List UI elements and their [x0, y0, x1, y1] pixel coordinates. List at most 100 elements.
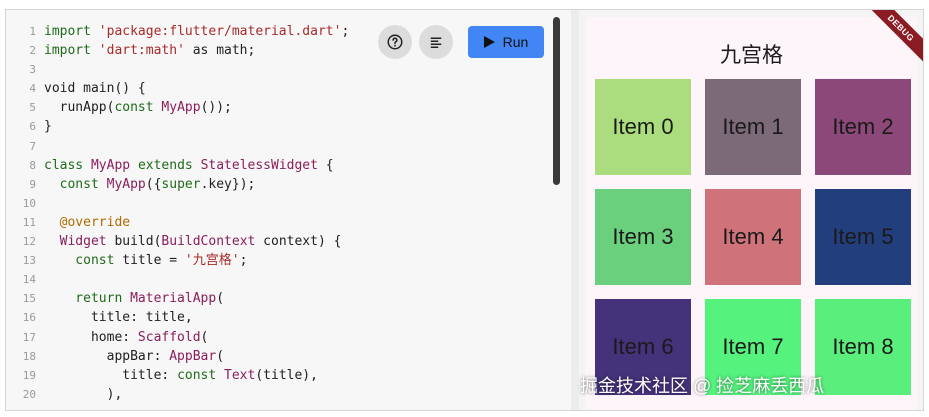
code-token: ({ — [145, 176, 162, 192]
code-token: extends — [137, 157, 201, 173]
line-number: 8 — [29, 158, 36, 172]
code-line[interactable]: 11 @override — [6, 213, 349, 232]
line-number: 19 — [22, 368, 36, 382]
code-token: Text — [224, 367, 256, 383]
code-token: (title), — [255, 367, 318, 383]
code-token: MyApp — [161, 100, 201, 116]
code-line[interactable]: 1 import 'package:flutter/material.dart'; — [6, 22, 349, 41]
code-token: MyApp — [90, 157, 138, 173]
code-token: import — [44, 24, 99, 39]
code-line[interactable]: 3 — [6, 60, 349, 79]
code-line[interactable]: 4 void main() { — [6, 79, 349, 98]
code-line[interactable]: 19 title: const Text(title), — [6, 366, 349, 385]
line-number: 17 — [22, 330, 36, 344]
code-line[interactable]: 5 runApp(const MyApp()); — [6, 98, 349, 117]
grid-item[interactable]: Item 8 — [815, 299, 911, 395]
code-token: super — [161, 176, 201, 192]
code-line[interactable]: 15 return MaterialApp( — [6, 289, 349, 308]
run-button-label: Run — [502, 34, 529, 50]
code-line[interactable]: 2 import 'dart:math' as math; — [6, 41, 349, 60]
grid-item[interactable]: Item 3 — [595, 189, 691, 285]
line-number: 1 — [29, 25, 36, 38]
grid-item[interactable]: Item 7 — [705, 299, 801, 395]
code-token: title: — [44, 367, 178, 383]
format-align-icon — [430, 37, 442, 48]
code-token: const — [44, 253, 123, 269]
code-token: MaterialApp — [130, 291, 217, 307]
code-token: } — [44, 119, 52, 135]
grid-item[interactable]: Item 4 — [705, 189, 801, 285]
code-token: home: — [44, 329, 138, 345]
line-number: 7 — [29, 139, 36, 153]
code-token: 'dart:math' — [98, 43, 185, 59]
code-token: const — [177, 367, 225, 383]
code-token: as math; — [184, 43, 256, 59]
editor-scrollbar[interactable] — [553, 17, 560, 185]
code-token: ), — [44, 386, 123, 402]
line-number: 16 — [22, 311, 36, 325]
code-token: ( — [216, 348, 225, 364]
grid-item[interactable]: Item 1 — [705, 79, 801, 175]
code-token: StatelessWidget — [200, 157, 318, 173]
code-token: ; — [239, 253, 248, 269]
code-line[interactable]: 6} — [6, 117, 349, 136]
format-button[interactable] — [419, 25, 453, 59]
grid-item[interactable]: Item 0 — [595, 79, 691, 175]
line-number: 13 — [22, 254, 36, 268]
code-token: Widget — [44, 234, 107, 250]
code-token: MyApp — [106, 176, 146, 192]
line-number: 10 — [22, 196, 36, 210]
code-token: return — [44, 291, 131, 307]
play-icon — [483, 36, 495, 48]
code-line[interactable]: 7 — [6, 137, 349, 156]
help-button[interactable] — [378, 25, 412, 59]
code-token: 'package:flutter/material.dart' — [98, 24, 342, 39]
code-token: title = — [122, 253, 185, 269]
app-bar-title: 九宫格 — [720, 44, 783, 67]
grid-item[interactable]: Item 2 — [815, 79, 911, 175]
code-token: { — [317, 157, 334, 173]
code-lines[interactable]: 1 import 'package:flutter/material.dart';… — [6, 22, 350, 404]
code-line[interactable]: 20 ), — [6, 385, 349, 404]
code-line[interactable]: 17 home: Scaffold( — [6, 328, 349, 347]
grid-item[interactable]: Item 5 — [815, 189, 911, 285]
line-number: 15 — [22, 292, 36, 306]
code-token: import — [44, 43, 99, 59]
code-token: runApp( — [44, 100, 115, 116]
dartpad-window: 1 import 'package:flutter/material.dart';… — [5, 9, 924, 411]
code-token: void main() { — [44, 81, 146, 97]
panel-divider[interactable] — [571, 10, 579, 410]
code-token: Scaffold — [137, 329, 201, 345]
line-number: 11 — [22, 215, 36, 229]
watermark-text: 掘金技术社区 @ 捡芝麻丢西瓜 — [580, 376, 825, 396]
code-token: appBar: — [44, 348, 170, 364]
line-number: 9 — [29, 177, 36, 191]
code-line[interactable]: 14 — [6, 270, 349, 289]
code-line[interactable]: 10 — [6, 194, 349, 213]
line-number: 2 — [29, 44, 36, 58]
line-number: 14 — [22, 273, 36, 287]
code-line[interactable]: 9 const MyApp({super.key}); — [6, 175, 349, 194]
code-token: ( — [216, 291, 225, 307]
code-line[interactable]: 18 appBar: AppBar( — [6, 347, 349, 366]
line-number: 6 — [29, 120, 36, 134]
grid-item[interactable]: Item 6 — [595, 299, 691, 395]
code-token: title: title, — [44, 310, 193, 326]
line-number: 18 — [22, 349, 36, 363]
line-number: 5 — [29, 101, 36, 115]
code-line[interactable]: 8 class MyApp extends StatelessWidget { — [6, 156, 349, 175]
code-editor[interactable]: 1 import 'package:flutter/material.dart';… — [6, 10, 571, 410]
code-token: .key}); — [200, 176, 256, 192]
code-token: context) { — [255, 234, 342, 250]
code-token: ; — [341, 24, 350, 39]
run-button[interactable]: Run — [468, 26, 544, 58]
line-number: 4 — [29, 82, 36, 96]
code-line[interactable]: 16 title: title, — [6, 308, 349, 327]
code-line[interactable]: 12 Widget build(BuildContext context) { — [6, 232, 349, 251]
code-line[interactable]: 13 const title = '九宫格'; — [6, 251, 349, 270]
line-number: 12 — [22, 235, 36, 249]
code-token: class — [44, 157, 91, 173]
